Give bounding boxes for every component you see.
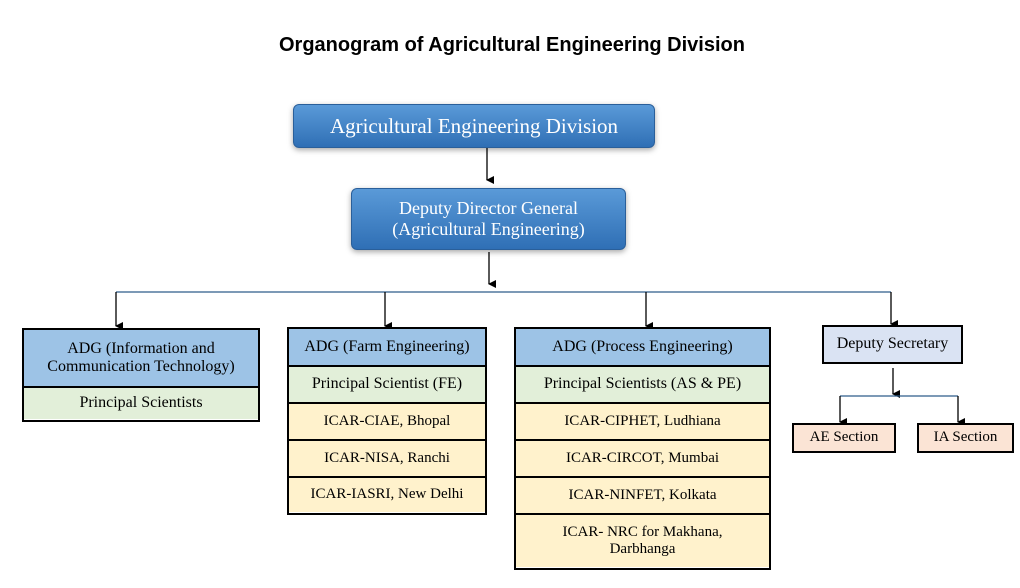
adg-pe-item: Principal Scientists (AS & PE) bbox=[516, 365, 769, 402]
adg-ict-header-line-2: Communication Technology) bbox=[47, 358, 235, 375]
adg-fe-item: Principal Scientist (FE) bbox=[289, 365, 485, 402]
adg-ict-item: Principal Scientists bbox=[24, 386, 258, 419]
deputy-secretary-node: Deputy Secretary bbox=[822, 325, 963, 364]
ae-section-node: AE Section bbox=[792, 423, 896, 453]
diagram-title: Organogram of Agricultural Engineering D… bbox=[279, 34, 745, 56]
adg-pe-column: ADG (Process Engineering) Principal Scie… bbox=[514, 327, 771, 570]
ddg-line-2: (Agricultural Engineering) bbox=[392, 219, 585, 239]
adg-ict-header-line-1: ADG (Information and bbox=[67, 339, 215, 357]
root-label: Agricultural Engineering Division bbox=[329, 113, 619, 138]
adg-ict-header: ADG (Information and Communication Techn… bbox=[24, 330, 258, 386]
root-node: Agricultural Engineering Division bbox=[293, 104, 655, 148]
adg-fe-column: ADG (Farm Engineering) Principal Scienti… bbox=[287, 327, 487, 515]
adg-pe-header: ADG (Process Engineering) bbox=[516, 329, 769, 365]
ddg-line-1: Deputy Director General bbox=[399, 198, 578, 219]
adg-pe-item: ICAR-CIRCOT, Mumbai bbox=[516, 439, 769, 476]
adg-fe-item: ICAR-NISA, Ranchi bbox=[289, 439, 485, 476]
adg-fe-header: ADG (Farm Engineering) bbox=[289, 329, 485, 365]
adg-pe-item: ICAR-CIPHET, Ludhiana bbox=[516, 402, 769, 439]
adg-pe-item: ICAR- NRC for Makhana, Darbhanga bbox=[516, 513, 769, 567]
adg-fe-item: ICAR-CIAE, Bhopal bbox=[289, 402, 485, 439]
adg-ict-column: ADG (Information and Communication Techn… bbox=[22, 328, 260, 422]
ia-section-node: IA Section bbox=[917, 423, 1014, 453]
ddg-node: Deputy Director General (Agricultural En… bbox=[351, 188, 626, 250]
adg-fe-item: ICAR-IASRI, New Delhi bbox=[289, 476, 485, 512]
adg-pe-item: ICAR-NINFET, Kolkata bbox=[516, 476, 769, 513]
